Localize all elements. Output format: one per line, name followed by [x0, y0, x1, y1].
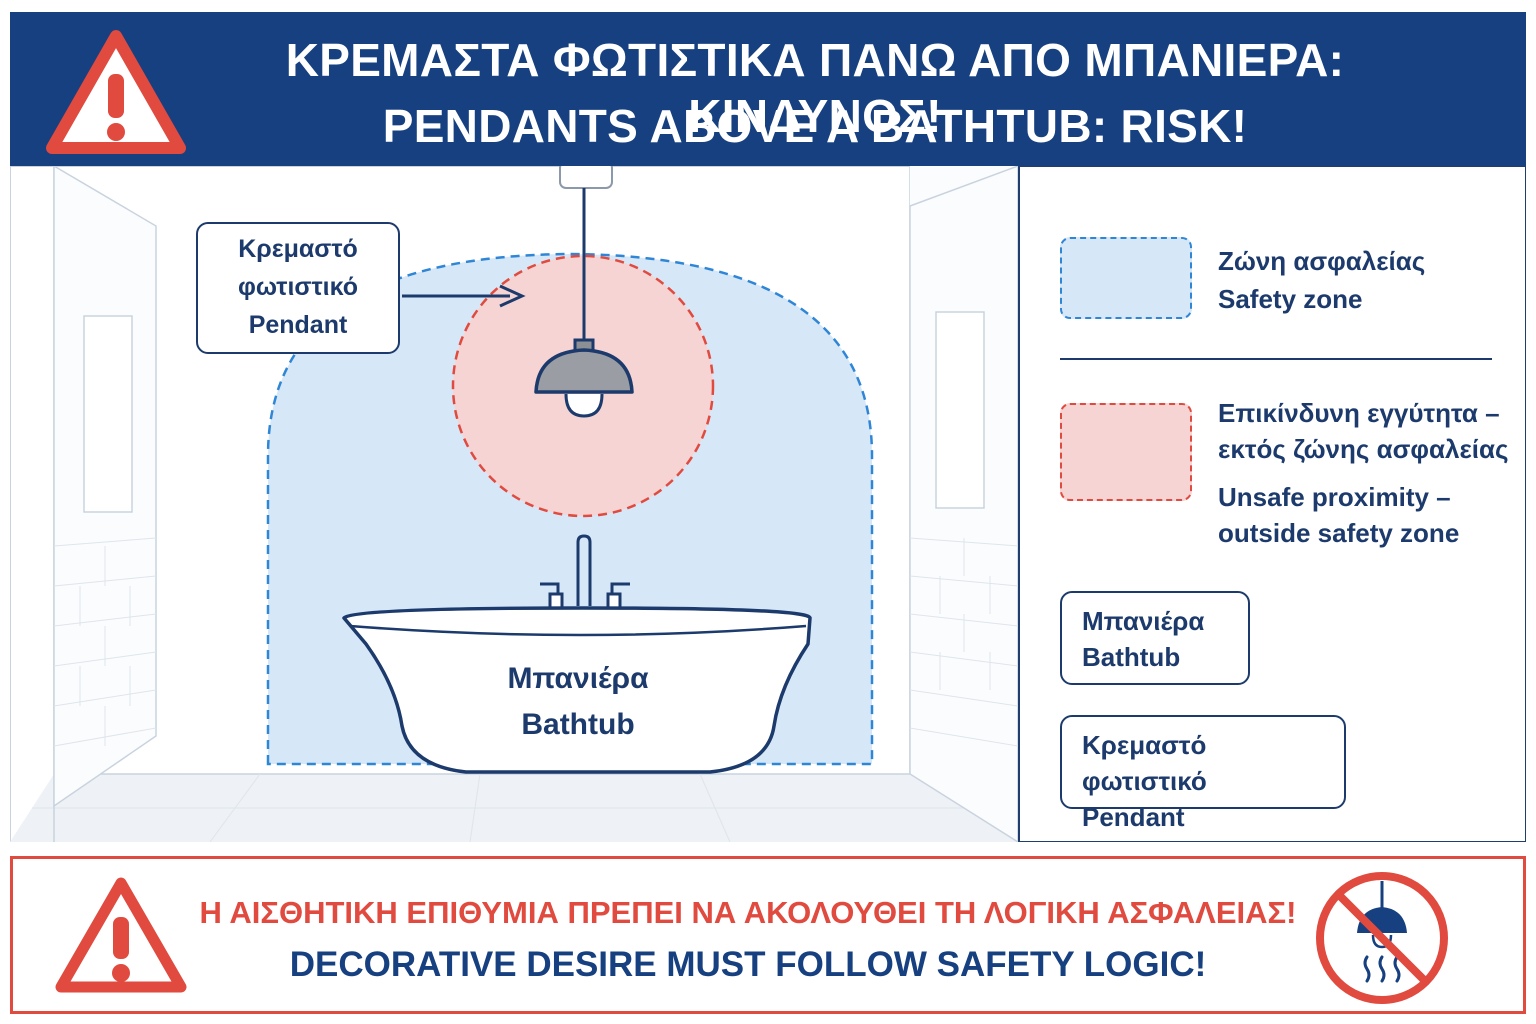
bathtub-shape	[342, 606, 812, 774]
header-title-english: PENDANTS ABOVE A BATHTUB: RISK!	[382, 100, 1248, 152]
footer-warning-english: DECORATIVE DESIRE MUST FOLLOW SAFETY LOG…	[289, 945, 1207, 984]
unsafe-zone-swatch	[1060, 403, 1192, 501]
bathroom-illustration	[10, 156, 1019, 844]
bathtub-label-greek: Μπανιέρα	[507, 662, 649, 695]
no-pendant-over-water-icon	[1316, 872, 1448, 1004]
legend-unsafe-greek-1: Επικίνδυνη εγγύτητα –	[1218, 398, 1500, 428]
bathroom-scene: Κρεμαστό φωτιστικό Pendant Μπανιέρα Bath…	[10, 156, 1019, 844]
warning-triangle-icon	[55, 877, 187, 993]
footer-warning-greek: Η ΑΙΣΘΗΤΙΚΗ ΕΠΙΘΥΜΙΑ ΠΡΕΠΕΙ ΝΑ ΑΚΟΛΟΥΘΕΙ…	[199, 895, 1297, 930]
legend-bathtub-box: Μπανιέρα Bathtub	[1060, 591, 1250, 685]
header-banner: ΚΡΕΜΑΣΤΑ ΦΩΤΙΣΤΙΚΑ ΠΑΝΩ ΑΠΟ ΜΠΑΝΙΕΡΑ: ΚΙ…	[10, 12, 1526, 166]
legend-pendant-english: Pendant	[1082, 802, 1185, 832]
pendant-callout-line3: Pendant	[248, 311, 348, 339]
pendant-callout-line2: φωτιστικό	[238, 273, 358, 301]
legend-pendant-box: Κρεμαστό φωτιστικό Pendant	[1060, 715, 1346, 832]
legend-divider	[1060, 358, 1492, 360]
legend-bathtub-english: Bathtub	[1082, 642, 1181, 672]
legend-panel: Ζώνη ασφαλείας Safety zone Επικίνδυνη εγ…	[1018, 166, 1526, 842]
bathtub-label: Μπανιέρα Bathtub	[450, 656, 706, 748]
footer-warning-banner: Η ΑΙΣΘΗΤΙΚΗ ΕΠΙΘΥΜΙΑ ΠΡΕΠΕΙ ΝΑ ΑΚΟΛΟΥΘΕΙ…	[10, 856, 1526, 1014]
ceiling-canopy	[559, 161, 613, 189]
legend-unsafe-english-2: outside safety zone	[1218, 518, 1460, 548]
legend-safety-english: Safety zone	[1218, 284, 1363, 314]
pendant-callout: Κρεμαστό φωτιστικό Pendant	[196, 222, 400, 354]
legend-safety-greek: Ζώνη ασφαλείας	[1218, 246, 1426, 276]
legend-unsafe-greek-2: εκτός ζώνης ασφαλείας	[1218, 434, 1509, 464]
pendant-lamp	[534, 338, 634, 418]
safety-zone-swatch	[1060, 237, 1192, 319]
legend-bathtub-greek: Μπανιέρα	[1082, 606, 1205, 636]
legend-unsafe-english-1: Unsafe proximity –	[1218, 482, 1451, 512]
warning-triangle-icon	[46, 30, 186, 154]
bathtub-label-english: Bathtub	[521, 708, 635, 741]
pendant-callout-line1: Κρεμαστό	[238, 235, 358, 263]
legend-pendant-greek: Κρεμαστό φωτιστικό	[1082, 730, 1207, 796]
header-title-greek: ΚΡΕΜΑΣΤΑ ΦΩΤΙΣΤΙΚΑ ΠΑΝΩ ΑΠΟ ΜΠΑΝΙΕΡΑ: ΚΙ…	[285, 34, 1345, 142]
